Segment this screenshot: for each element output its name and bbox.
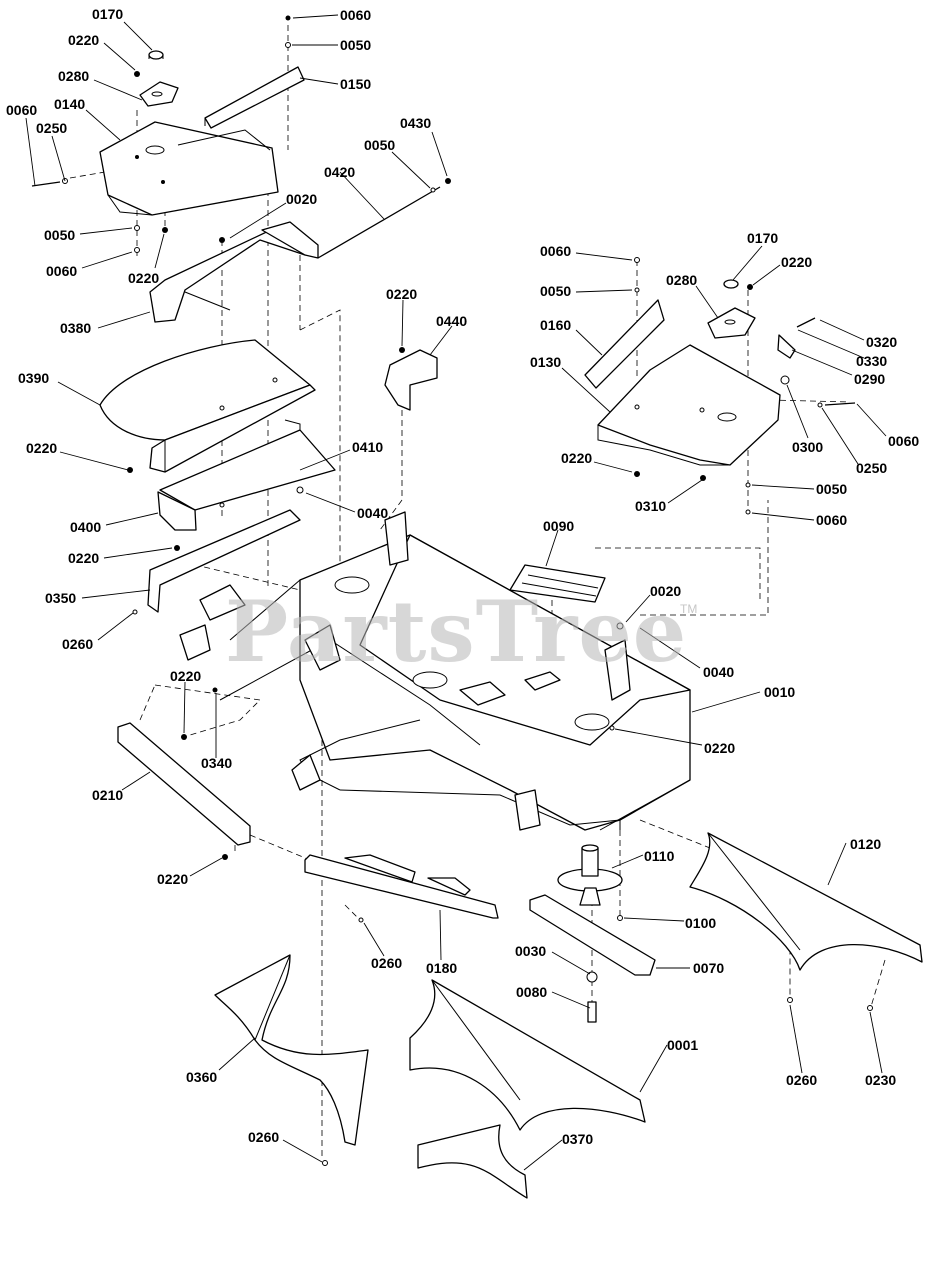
part-0380-bracket (149, 221, 319, 323)
callout-label: 0180 (426, 960, 458, 976)
callout-label: 0001 (667, 1037, 699, 1053)
part-0180-bracket (304, 854, 499, 923)
callout-label: 0220 (157, 871, 189, 887)
callout-label: 0370 (562, 1131, 594, 1147)
callout-label: 0080 (516, 984, 548, 1000)
callout-label: 0260 (62, 636, 94, 652)
part-0010-deck (179, 486, 691, 831)
callout-label: 0050 (364, 137, 396, 153)
callout-label: 0060 (816, 512, 848, 528)
callout-label: 0050 (44, 227, 76, 243)
part-0120-baffle (689, 832, 923, 1011)
part-0400-bracket (127, 467, 225, 531)
callout-label: 0280 (666, 272, 698, 288)
callout-label: 0060 (340, 7, 372, 23)
part-0410-panel (159, 419, 336, 511)
callout-label: 0250 (856, 460, 888, 476)
hardware-top-left (31, 15, 291, 253)
callout-label: 0040 (357, 505, 389, 521)
callout-label: 0260 (371, 955, 403, 971)
callout-label: 0220 (128, 270, 160, 286)
callout-label: 0220 (704, 740, 736, 756)
part-0170-knob-left (148, 50, 164, 60)
callout-label: 0220 (26, 440, 58, 456)
callout-label: 0170 (92, 6, 124, 22)
callout-label: 0440 (436, 313, 468, 329)
callout-label: 0090 (543, 518, 575, 534)
callout-label: 0050 (340, 37, 372, 53)
callout-label: 0060 (888, 433, 920, 449)
callout-label: 0210 (92, 787, 124, 803)
callout-leaders (25, 14, 887, 1171)
callout-label: 0170 (747, 230, 779, 246)
callout-label: 0400 (70, 519, 102, 535)
callout-label: 0280 (58, 68, 90, 84)
callout-label: 0020 (286, 191, 318, 207)
callout-label: 0060 (46, 263, 78, 279)
callout-label: 0100 (685, 915, 717, 931)
callout-label: 0360 (186, 1069, 218, 1085)
part-0140-cover (99, 121, 279, 216)
callout-label: 0030 (515, 943, 547, 959)
part-0070-blade (529, 894, 656, 1023)
callout-label: 0310 (635, 498, 667, 514)
callout-label: 0130 (530, 354, 562, 370)
callout-label: 0220 (561, 450, 593, 466)
callout-label: 0220 (781, 254, 813, 270)
callout-label: 0140 (54, 96, 86, 112)
callout-label: 0060 (540, 243, 572, 259)
part-0150-rail (204, 66, 305, 129)
callout-label: 0340 (201, 755, 233, 771)
callout-label: 0040 (703, 664, 735, 680)
part-0130-cover (597, 344, 781, 466)
callout-label: 0010 (764, 684, 796, 700)
part-0280-bracket-right (707, 279, 756, 339)
part-0001-baffle (409, 979, 646, 1131)
part-0280-bracket-left (139, 81, 179, 107)
watermark-text: PartsTree (225, 582, 688, 681)
callout-label: 0220 (386, 286, 418, 302)
callout-label: 0150 (340, 76, 372, 92)
part-0110-spindle (557, 844, 623, 921)
callout-label: 0260 (786, 1072, 818, 1088)
callout-label: 0380 (60, 320, 92, 336)
callout-label: 0430 (400, 115, 432, 131)
part-0210-bracket (117, 722, 251, 860)
callout-label: 0410 (352, 439, 384, 455)
callout-label: 0330 (856, 353, 888, 369)
callout-label: 0420 (324, 164, 356, 180)
watermark-trademark: TM (680, 602, 698, 616)
callout-label: 0020 (650, 583, 682, 599)
callout-label: 0160 (540, 317, 572, 333)
callout-label: 0060 (6, 102, 38, 118)
hardware-top-right (634, 257, 856, 515)
callout-label: 0220 (170, 668, 202, 684)
part-0390-cover (99, 339, 316, 473)
callout-label: 0290 (854, 371, 886, 387)
callout-label: 0350 (45, 590, 77, 606)
callout-label: 0230 (865, 1072, 897, 1088)
part-0090-pad (509, 564, 606, 603)
part-0160-rail (584, 299, 665, 389)
callout-label: 0070 (693, 960, 725, 976)
callout-label: 0390 (18, 370, 50, 386)
part-0440-bracket (384, 347, 438, 411)
callout-label: 0050 (816, 481, 848, 497)
callout-label: 0300 (792, 439, 824, 455)
part-0370-baffle (417, 1124, 528, 1199)
part-0420-rod (317, 178, 451, 259)
callout-label: 0220 (68, 32, 100, 48)
part-0360-baffle (214, 954, 369, 1166)
callout-label: 0120 (850, 836, 882, 852)
callout-label: 0250 (36, 120, 68, 136)
callout-label: 0050 (540, 283, 572, 299)
callout-label: 0110 (644, 848, 675, 864)
part-0350-frame (132, 509, 301, 615)
callout-label: 0260 (248, 1129, 280, 1145)
callout-label: 0220 (68, 550, 100, 566)
callout-label: 0320 (866, 334, 898, 350)
